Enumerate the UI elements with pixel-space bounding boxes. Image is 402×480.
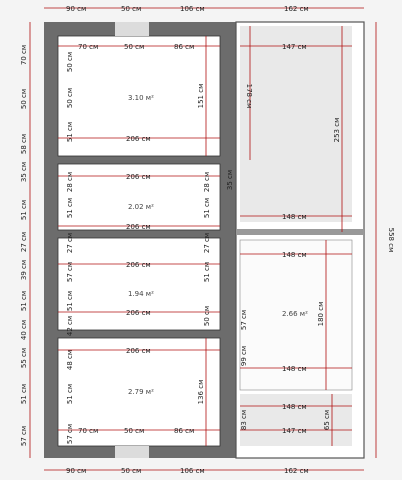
room-2 — [57, 163, 221, 231]
top-door — [115, 22, 149, 36]
room3-left-1: 27 см — [66, 233, 74, 253]
room3-right-2: 51 см — [203, 262, 211, 282]
left-dim-3: 58 см — [20, 134, 28, 154]
left-dim-6: 27 см — [20, 232, 28, 252]
room2-left-1: 28 см — [66, 172, 74, 192]
top-dim-annex: 162 см — [284, 5, 309, 13]
bottom-dim-mid: 50 см — [121, 467, 141, 475]
total-height-label: 558 см — [387, 228, 395, 253]
room3-left-2: 57 см — [66, 262, 74, 282]
top-dim-right: 106 см — [180, 5, 205, 13]
room4-area: 2.79 м² — [128, 388, 154, 396]
room4-left-1: 48 см — [66, 350, 74, 370]
room2-area: 2.02 м² — [128, 203, 154, 211]
room3-right-1: 27 см — [203, 233, 211, 253]
room1-left-3: 51 см — [66, 122, 74, 142]
bottom-door — [115, 446, 149, 458]
annex-dim-148-3: 148 см — [282, 365, 307, 373]
room1-area: 3.10 м² — [128, 94, 154, 102]
left-dim-8: 51 см — [20, 291, 28, 311]
room3-right-3: 50 см — [203, 306, 211, 326]
annex-dim-148-1: 148 см — [282, 213, 307, 221]
left-dim-12: 57 см — [20, 426, 28, 446]
left-column-labels: 70 см 50 см 58 см 35 см 51 см 27 см 39 с… — [20, 45, 28, 446]
annex-bottom-width: 147 см — [282, 427, 307, 435]
room4-left-3: 57 см — [66, 424, 74, 444]
bottom-dim-right: 106 см — [180, 467, 205, 475]
room3-bottom-width: 206 см — [126, 309, 151, 317]
room2-top-width: 206 см — [126, 173, 151, 181]
top-dim-left: 90 см — [66, 5, 86, 13]
room1-left-1: 50 см — [66, 52, 74, 72]
dimension-lines — [29, 7, 377, 471]
room4-bottom-dim-1: 70 см — [78, 427, 98, 435]
left-dim-9: 40 см — [20, 320, 28, 340]
room1-left-2: 50 см — [66, 88, 74, 108]
room2-right-1: 28 см — [203, 172, 211, 192]
room4-left-2: 51 см — [66, 384, 74, 404]
bottom-dim-left: 90 см — [66, 467, 86, 475]
room2-bottom-width: 206 см — [126, 223, 151, 231]
annex-mid-height: 180 см — [317, 302, 325, 327]
annex-block — [235, 21, 365, 459]
room-1 — [57, 35, 221, 157]
room-4-labels: 206 см 2.79 м² 70 см 50 см 86 см 136 см … — [66, 347, 205, 444]
annex-top-height: 178 см — [245, 84, 253, 109]
room-2-labels: 206 см 2.02 м² 206 см 28 см 51 см 28 см … — [66, 170, 234, 231]
left-dim-1: 70 см — [20, 45, 28, 65]
room2-right-3: 35 см — [226, 170, 234, 190]
annex-side-2: 99 см — [240, 346, 248, 366]
room3-left-4: 42 см — [66, 316, 74, 336]
room3-area: 1.94 м² — [128, 290, 154, 298]
room1-top-dim-1: 70 см — [78, 43, 98, 51]
room4-top-width: 206 см — [126, 347, 151, 355]
annex-small-height: 65 см — [323, 410, 331, 430]
room1-top-dim-3: 86 см — [174, 43, 194, 51]
room-4 — [57, 337, 221, 447]
room1-height: 151 см — [197, 84, 205, 109]
room4-bottom-dim-3: 86 см — [174, 427, 194, 435]
annex-mid-room — [239, 239, 353, 391]
room2-left-2: 51 см — [66, 198, 74, 218]
annex-side-3: 83 см — [240, 410, 248, 430]
room4-height: 136 см — [197, 380, 205, 405]
room4-bottom-dim-2: 50 см — [124, 427, 144, 435]
top-dim-mid: 50 см — [121, 5, 141, 13]
annex-mid-area: 2.66 м² — [282, 310, 308, 318]
annex-top-room — [240, 26, 352, 222]
room3-left-3: 51 см — [66, 291, 74, 311]
room-3-labels: 206 см 1.94 м² 206 см 27 см 57 см 51 см … — [66, 233, 211, 336]
room1-top-dim-2: 50 см — [124, 43, 144, 51]
annex-dim-148-4: 148 см — [282, 403, 307, 411]
annex-side-1: 57 см — [240, 310, 248, 330]
left-dim-4: 35 см — [20, 162, 28, 182]
annex-top-width: 147 см — [282, 43, 307, 51]
left-dim-5: 51 см — [20, 200, 28, 220]
left-dim-7: 39 см — [20, 260, 28, 280]
annex-labels: 147 см 178 см 253 см 148 см 148 см 2.66 … — [240, 43, 341, 435]
left-dim-2: 50 см — [20, 89, 28, 109]
main-block — [44, 22, 236, 458]
bottom-dim-annex: 162 см — [284, 467, 309, 475]
room-1-labels: 70 см 50 см 86 см 3.10 м² 206 см 151 см … — [66, 43, 205, 143]
annex-dim-148-2: 148 см — [282, 251, 307, 259]
left-dim-10: 55 см — [20, 348, 28, 368]
room3-top-width: 206 см — [126, 261, 151, 269]
annex-bottom-room — [240, 394, 352, 446]
annex-tall-height: 253 см — [333, 118, 341, 143]
room2-right-2: 51 см — [203, 198, 211, 218]
room1-width: 206 см — [126, 135, 151, 143]
room-3 — [57, 237, 221, 331]
left-dim-11: 51 см — [20, 384, 28, 404]
